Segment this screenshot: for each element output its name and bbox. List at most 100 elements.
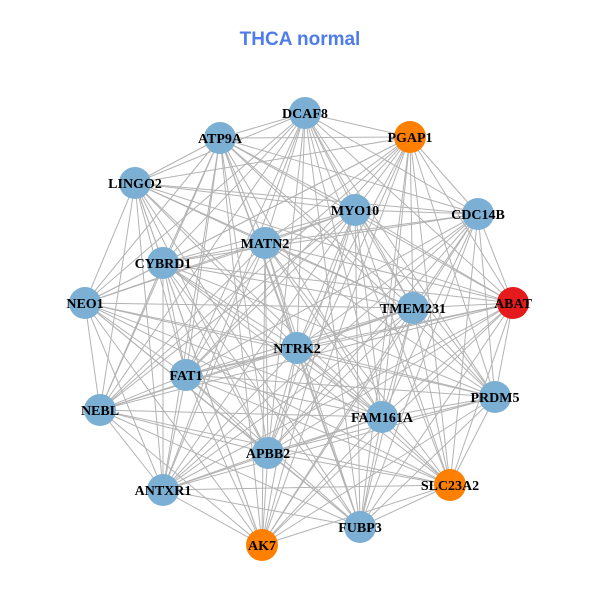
node-TMEM231[interactable]: TMEM231 <box>380 292 446 324</box>
node-SLC23A2[interactable]: SLC23A2 <box>421 469 479 501</box>
edge-ATP9A-CDC14B <box>219 137 479 215</box>
edge-FAT1-ANTXR1 <box>162 374 187 491</box>
node-circle[interactable] <box>289 97 321 129</box>
node-DCAF8[interactable]: DCAF8 <box>282 97 328 129</box>
edge-MATN2-PRDM5 <box>264 242 496 398</box>
node-circle[interactable] <box>69 287 101 319</box>
edge-DCAF8-MATN2 <box>264 112 306 244</box>
node-PGAP1[interactable]: PGAP1 <box>387 121 433 153</box>
edge-MYO10-ABAT <box>354 209 514 304</box>
node-CYBRD1[interactable]: CYBRD1 <box>135 247 192 279</box>
node-NTRK2[interactable]: NTRK2 <box>273 332 321 364</box>
edge-CDC14B-MATN2 <box>264 213 479 244</box>
node-circle[interactable] <box>344 511 376 543</box>
edge-CDC14B-FUBP3 <box>359 213 479 528</box>
edge-MATN2-CYBRD1 <box>162 242 266 264</box>
edge-TMEM231-APBB2 <box>267 307 414 454</box>
node-label: PRDM5 <box>471 391 520 406</box>
edge-PGAP1-ABAT <box>409 136 514 304</box>
edge-NEO1-FAT1 <box>84 302 187 376</box>
node-NEO1[interactable]: NEO1 <box>66 287 104 319</box>
node-circle[interactable] <box>339 194 371 226</box>
node-NEBL[interactable]: NEBL <box>81 394 119 426</box>
edge-DCAF8-SLC23A2 <box>304 112 451 486</box>
node-circle[interactable] <box>462 198 494 230</box>
edge-MYO10-APBB2 <box>267 209 356 454</box>
node-circle[interactable] <box>397 292 429 324</box>
edge-DCAF8-ANTXR1 <box>162 112 306 491</box>
edge-MYO10-FUBP3 <box>354 209 361 528</box>
node-circle[interactable] <box>366 401 398 433</box>
node-circle[interactable] <box>252 437 284 469</box>
edge-MYO10-SLC23A2 <box>354 209 451 486</box>
node-LINGO2[interactable]: LINGO2 <box>108 167 162 199</box>
node-circle[interactable] <box>119 167 151 199</box>
node-ATP9A[interactable]: ATP9A <box>198 122 243 154</box>
edge-ATP9A-AK7 <box>219 137 263 546</box>
edge-PGAP1-TMEM231 <box>409 136 414 309</box>
node-CDC14B[interactable]: CDC14B <box>451 198 505 230</box>
node-circle[interactable] <box>249 227 281 259</box>
node-AK7[interactable]: AK7 <box>246 529 278 561</box>
edge-NEO1-ANTXR1 <box>84 302 164 491</box>
edge-CYBRD1-ABAT <box>162 262 514 304</box>
node-circle[interactable] <box>246 529 278 561</box>
edge-ATP9A-LINGO2 <box>134 137 221 184</box>
node-circle[interactable] <box>204 122 236 154</box>
edge-NTRK2-FUBP3 <box>296 347 361 528</box>
node-circle[interactable] <box>434 469 466 501</box>
edge-TMEM231-PRDM5 <box>412 307 496 398</box>
node-PRDM5[interactable]: PRDM5 <box>471 381 520 413</box>
node-label: ATP9A <box>198 132 243 147</box>
node-label: LINGO2 <box>108 177 162 192</box>
node-label: APBB2 <box>246 447 290 462</box>
edge-LINGO2-APBB2 <box>134 182 269 454</box>
edge-MATN2-ABAT <box>264 242 514 304</box>
node-MYO10[interactable]: MYO10 <box>331 194 379 226</box>
node-circle[interactable] <box>84 394 116 426</box>
node-circle[interactable] <box>281 332 313 364</box>
edge-LINGO2-NEO1 <box>84 182 136 304</box>
edge-APBB2-FUBP3 <box>267 452 361 528</box>
edge-NEO1-NEBL <box>84 302 101 411</box>
edge-LINGO2-ANTXR1 <box>134 182 164 491</box>
node-FAM161A[interactable]: FAM161A <box>351 401 414 433</box>
node-circle[interactable] <box>394 121 426 153</box>
edge-ATP9A-PGAP1 <box>219 136 411 139</box>
node-label: ANTXR1 <box>135 484 192 499</box>
node-ANTXR1[interactable]: ANTXR1 <box>135 474 192 506</box>
edge-PRDM5-AK7 <box>261 396 496 546</box>
edge-ATP9A-PRDM5 <box>219 137 496 398</box>
node-MATN2[interactable]: MATN2 <box>241 227 290 259</box>
edge-CYBRD1-TMEM231 <box>162 262 414 309</box>
node-label: CDC14B <box>451 208 505 223</box>
node-circle[interactable] <box>170 359 202 391</box>
node-label: DCAF8 <box>282 107 328 122</box>
edge-DCAF8-FUBP3 <box>304 112 361 528</box>
edge-DCAF8-PRDM5 <box>304 112 496 398</box>
node-circle[interactable] <box>479 381 511 413</box>
edge-CDC14B-SLC23A2 <box>449 213 479 486</box>
edge-FAM161A-FUBP3 <box>359 416 383 528</box>
edge-ABAT-APBB2 <box>267 302 514 454</box>
edge-PGAP1-CDC14B <box>409 136 479 215</box>
node-FUBP3[interactable]: FUBP3 <box>338 511 382 543</box>
edge-SLC23A2-ANTXR1 <box>162 484 451 491</box>
edge-APBB2-SLC23A2 <box>267 452 451 486</box>
node-circle[interactable] <box>147 474 179 506</box>
node-label: NEO1 <box>66 297 103 312</box>
node-circle[interactable] <box>497 287 529 319</box>
node-label: SLC23A2 <box>421 479 479 494</box>
node-FAT1[interactable]: FAT1 <box>170 359 203 391</box>
edge-NEO1-TMEM231 <box>84 302 414 309</box>
edge-PGAP1-AK7 <box>261 136 411 546</box>
node-APBB2[interactable]: APBB2 <box>246 437 290 469</box>
node-circle[interactable] <box>147 247 179 279</box>
edge-ABAT-FAT1 <box>185 302 514 376</box>
edge-TMEM231-SLC23A2 <box>412 307 451 486</box>
edge-NEO1-NTRK2 <box>84 302 298 349</box>
node-ABAT[interactable]: ABAT <box>494 287 533 319</box>
node-label: MYO10 <box>331 204 379 219</box>
